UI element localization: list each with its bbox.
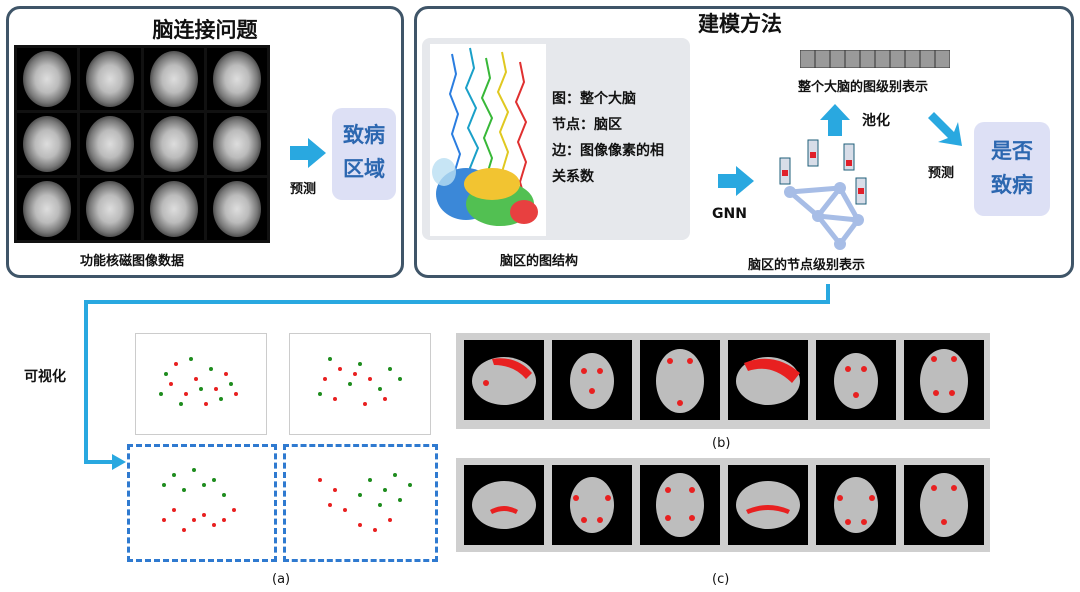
mri-caption: 功能核磁图像数据	[80, 254, 185, 269]
arrow-right-icon	[718, 166, 754, 196]
arrow-up-icon	[820, 104, 850, 136]
result-box-disease: 是否 致病	[974, 122, 1050, 216]
method-title: 建模方法	[698, 12, 782, 36]
mri-slice	[80, 48, 141, 110]
result-line-2: 区域	[343, 157, 385, 181]
graph-icon	[779, 139, 867, 250]
caption-a: (a)	[272, 572, 291, 587]
problem-title: 脑连接问题	[152, 18, 258, 42]
result-box-region: 致病 区域	[332, 108, 396, 200]
predict-label-left: 预测	[290, 182, 317, 197]
mri-slice	[17, 178, 78, 240]
mri-slice	[143, 178, 204, 240]
gnn-label: GNN	[712, 206, 747, 222]
mri-slice	[206, 48, 267, 110]
visualize-connector	[84, 284, 830, 470]
mri-image-grid	[14, 45, 270, 243]
method-panel	[414, 6, 1074, 278]
tsne-plot-top-left	[135, 333, 267, 435]
graph-desc-3: 边：图像像素的相	[552, 143, 664, 159]
problem-panel	[6, 6, 404, 278]
arrow-right-icon	[290, 138, 326, 168]
result-line-1: 是否	[991, 139, 1033, 163]
mri-slice	[206, 178, 267, 240]
mri-slice	[206, 113, 267, 175]
tsne-highlight-left	[127, 444, 277, 562]
tsne-plot-bottom-right	[290, 450, 430, 554]
visualize-label: 可视化	[24, 369, 66, 385]
tsne-highlight-right	[283, 444, 438, 562]
mri-slice	[80, 178, 141, 240]
predict-label-right: 预测	[928, 166, 955, 181]
pooling-label: 池化	[862, 113, 890, 129]
mri-slice	[143, 113, 204, 175]
brain-slices-c-overlay	[472, 473, 968, 537]
result-line-2: 致病	[991, 173, 1033, 197]
caption-c: (c)	[712, 572, 730, 587]
brain-slices-b	[456, 333, 990, 429]
brain-icon	[430, 44, 546, 236]
mri-slice	[80, 113, 141, 175]
graph-desc-4: 关系数	[552, 169, 594, 185]
tsne-plot-bottom-left	[134, 450, 270, 554]
mri-slice	[17, 113, 78, 175]
arrow-down-right-icon	[928, 112, 962, 146]
node-level-label: 脑区的节点级别表示	[748, 258, 866, 273]
mri-slice	[143, 48, 204, 110]
brain-graph-caption: 脑区的图结构	[500, 254, 579, 269]
graph-desc-1: 图：整个大脑	[552, 91, 636, 107]
caption-b: (b)	[712, 436, 731, 451]
mri-slice	[17, 48, 78, 110]
tsne-plot-top-right	[289, 333, 431, 435]
graph-desc-2: 节点：脑区	[552, 117, 622, 133]
brain-slices-b-overlay	[472, 349, 968, 413]
graph-level-vector	[800, 50, 950, 68]
result-line-1: 致病	[343, 123, 385, 147]
graph-level-label: 整个大脑的图级别表示	[798, 80, 929, 95]
